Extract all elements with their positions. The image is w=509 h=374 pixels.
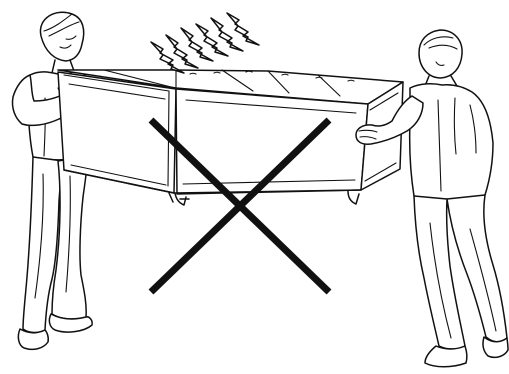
stress-lightning-icon	[151, 13, 259, 73]
left-person-icon	[12, 12, 101, 349]
equipment-cabinet-icon	[58, 70, 403, 205]
